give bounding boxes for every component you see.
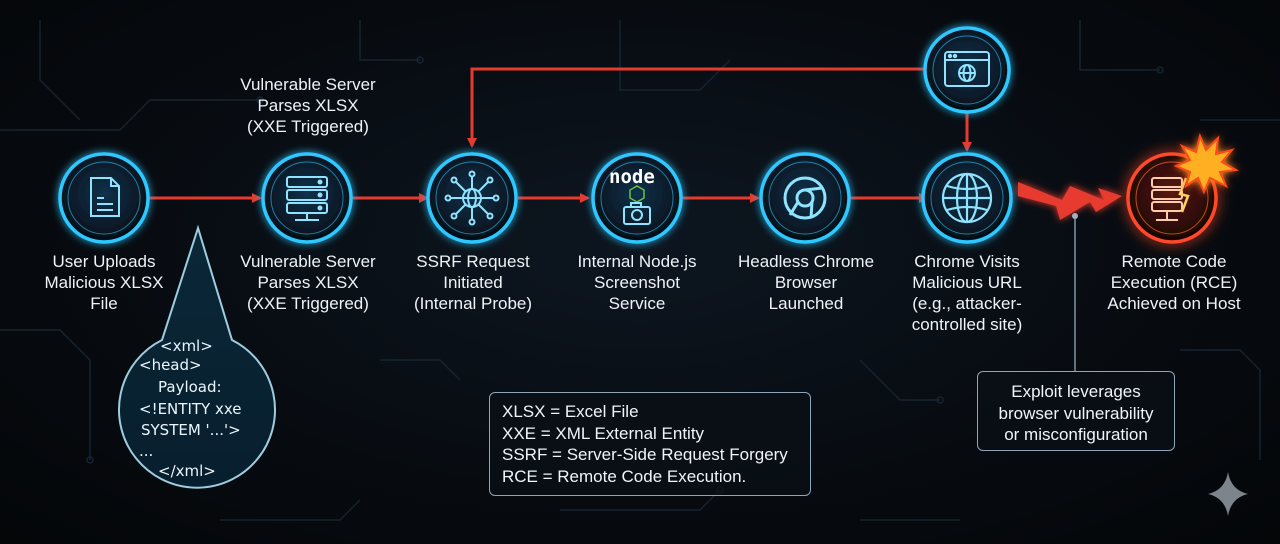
nodejs-logo-text: node: [609, 166, 655, 188]
legend-item: XXE = XML External Entity: [502, 423, 705, 443]
network-hub-icon: [444, 170, 500, 226]
legend-item: RCE = Remote Code Execution.: [502, 466, 747, 486]
payload-line: Payload:: [158, 378, 222, 396]
browser-window-icon: [944, 51, 990, 87]
explosion-icon: [1173, 132, 1240, 195]
globe-icon: [941, 172, 993, 224]
flow-arrows: [149, 67, 972, 203]
node-node: [591, 152, 683, 244]
chrome-icon: [783, 176, 827, 220]
payload-line: <!ENTITY xxe: [139, 400, 242, 418]
circuit-background: [0, 20, 1280, 521]
arrow-feedback-to-ssrf: [467, 67, 927, 148]
server-icon: [286, 176, 328, 221]
payload-line: <xml>: [160, 337, 213, 355]
node-browser: [923, 26, 1011, 114]
payload-line: <head>: [139, 356, 202, 374]
legend-item: XLSX = Excel File: [502, 402, 639, 421]
payload-line: </xml>: [158, 462, 216, 480]
note-line: browser vulnerability: [998, 403, 1154, 423]
payload-line: SYSTEM '...'>: [141, 421, 241, 439]
note-line: or misconfiguration: [1004, 425, 1148, 444]
step-label-node: Internal Node.js Screenshot Service: [577, 252, 697, 313]
step-label-parse: Vulnerable Server Parses XLSX (XXE Trigg…: [240, 252, 376, 313]
step-label-upload: User Uploads Malicious XLSX File: [44, 252, 164, 313]
step-label-chrome: Headless Chrome Browser Launched: [737, 252, 875, 313]
document-icon: [90, 177, 120, 217]
server-explosion-icon: [1151, 177, 1190, 221]
nodejs-camera-icon: [623, 185, 651, 225]
step-label-ssrf: SSRF Request Initiated (Internal Probe): [413, 252, 533, 313]
step-label-rce: Remote Code Execution (RCE) Achieved on …: [1107, 252, 1241, 313]
lightning-arrow: [1018, 182, 1122, 220]
abbreviation-legend: XLSX = Excel File XXE = XML External Ent…: [489, 392, 811, 496]
node-parse: [261, 152, 353, 244]
exploit-note: Exploit leverages browser vulnerability …: [977, 371, 1175, 451]
legend-item: SSRF = Server-Side Request Forgery: [502, 445, 788, 464]
note-line: Exploit leverages: [1011, 382, 1141, 401]
top-label-parse: Vulnerable Server Parses XLSX (XXE Trigg…: [240, 75, 376, 136]
step-label-visit: Chrome Visits Malicious URL (e.g., attac…: [911, 252, 1023, 334]
sparkle-icon: [1208, 472, 1248, 516]
payload-bubble: [118, 224, 276, 489]
payload-line: ...: [139, 442, 154, 460]
